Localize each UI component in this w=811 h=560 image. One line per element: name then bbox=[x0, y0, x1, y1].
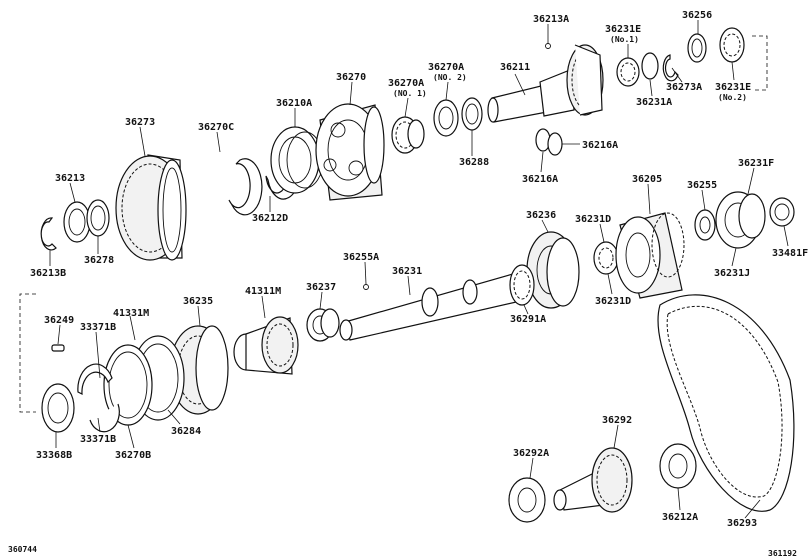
part-label: 36270C bbox=[198, 122, 234, 133]
part-label: 36231E bbox=[715, 82, 751, 93]
part-label: 36231J bbox=[714, 268, 750, 279]
part-label: 36231D bbox=[575, 214, 611, 225]
part-label: 36231E bbox=[605, 24, 641, 35]
part-label: 36288 bbox=[459, 157, 489, 168]
part-label: 36216A bbox=[582, 140, 618, 151]
part-label: 36249 bbox=[44, 315, 74, 326]
leader-lines bbox=[49, 20, 789, 519]
part-label: 36212A bbox=[662, 512, 698, 523]
part-label: 36210A bbox=[276, 98, 312, 109]
part-label: 36270A bbox=[428, 62, 464, 73]
part-label: 33371B bbox=[80, 322, 116, 333]
part-label-note: (No.1) bbox=[610, 35, 639, 44]
part-label: 36231F bbox=[738, 158, 774, 169]
part-label: 36216A bbox=[522, 174, 558, 185]
part-label: 36231 bbox=[392, 266, 422, 277]
part-label: 36270A bbox=[388, 78, 424, 89]
part-label: 36231D bbox=[595, 296, 631, 307]
figure-code: 361192 bbox=[768, 549, 797, 558]
part-drawings bbox=[19, 27, 795, 523]
part-label: 36278 bbox=[84, 255, 114, 266]
part-labels: 36213A 36231E (No.1) 36256 36211 36270A … bbox=[30, 10, 808, 529]
part-label: 36213 bbox=[55, 173, 85, 184]
part-label: 36292 bbox=[602, 415, 632, 426]
part-label: 36273A bbox=[666, 82, 702, 93]
part-label-note: (NO. 2) bbox=[433, 73, 467, 82]
part-label: 36270B bbox=[115, 450, 151, 461]
part-label: 41331M bbox=[113, 308, 149, 319]
part-label: 36205 bbox=[632, 174, 662, 185]
part-label: 36237 bbox=[306, 282, 336, 293]
part-label: 36212D bbox=[252, 213, 288, 224]
part-label: 36211 bbox=[500, 62, 530, 73]
part-label: 36291A bbox=[510, 314, 546, 325]
part-label-note: (No.2) bbox=[718, 93, 747, 102]
part-label: 36235 bbox=[183, 296, 213, 307]
part-label: 33371B bbox=[80, 434, 116, 445]
part-label: 33368B bbox=[36, 450, 72, 461]
page-number: 360744 bbox=[8, 545, 37, 554]
part-label: 36213B bbox=[30, 268, 66, 279]
part-label: 36284 bbox=[171, 426, 201, 437]
part-label: 36292A bbox=[513, 448, 549, 459]
part-label: 36236 bbox=[526, 210, 556, 221]
part-label: 36255A bbox=[343, 252, 379, 263]
part-label-note: (NO. 1) bbox=[393, 89, 427, 98]
part-label: 36255 bbox=[687, 180, 717, 191]
part-label: 41311M bbox=[245, 286, 281, 297]
part-label: 36213A bbox=[533, 14, 569, 25]
part-label: 36273 bbox=[125, 117, 155, 128]
part-label: 36293 bbox=[727, 518, 757, 529]
part-label: 36256 bbox=[682, 10, 712, 21]
part-label: 36231A bbox=[636, 97, 672, 108]
part-label: 36270 bbox=[336, 72, 366, 83]
part-label: 33481F bbox=[772, 248, 808, 259]
